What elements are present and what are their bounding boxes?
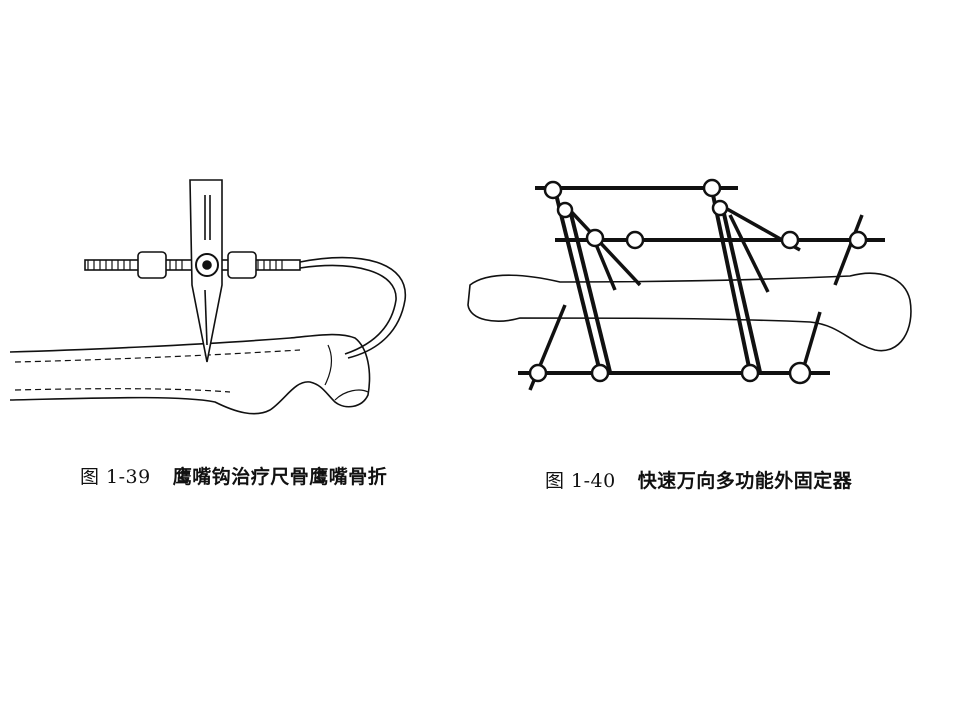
figure-number: 图 1-40	[545, 470, 616, 492]
figure-1-39-caption: 图 1-39 鹰嘴钩治疗尺骨鹰嘴骨折	[80, 462, 387, 489]
figure-caption-text: 鹰嘴钩治疗尺骨鹰嘴骨折	[172, 466, 388, 488]
ulna-bone	[9, 333, 371, 415]
nut-left	[137, 251, 167, 279]
figure-caption-text: 快速万向多功能外固定器	[637, 470, 853, 492]
figure-1-39-olecranon-hook-drawing	[9, 179, 406, 415]
hook	[299, 256, 406, 359]
figure-1-40-external-fixator-drawing	[467, 178, 912, 391]
long-bone	[467, 272, 912, 352]
figure-number: 图 1-39	[80, 466, 151, 488]
figure-1-40-caption: 图 1-40 快速万向多功能外固定器	[545, 466, 852, 493]
nut-right	[227, 251, 257, 279]
clamps	[528, 178, 868, 385]
